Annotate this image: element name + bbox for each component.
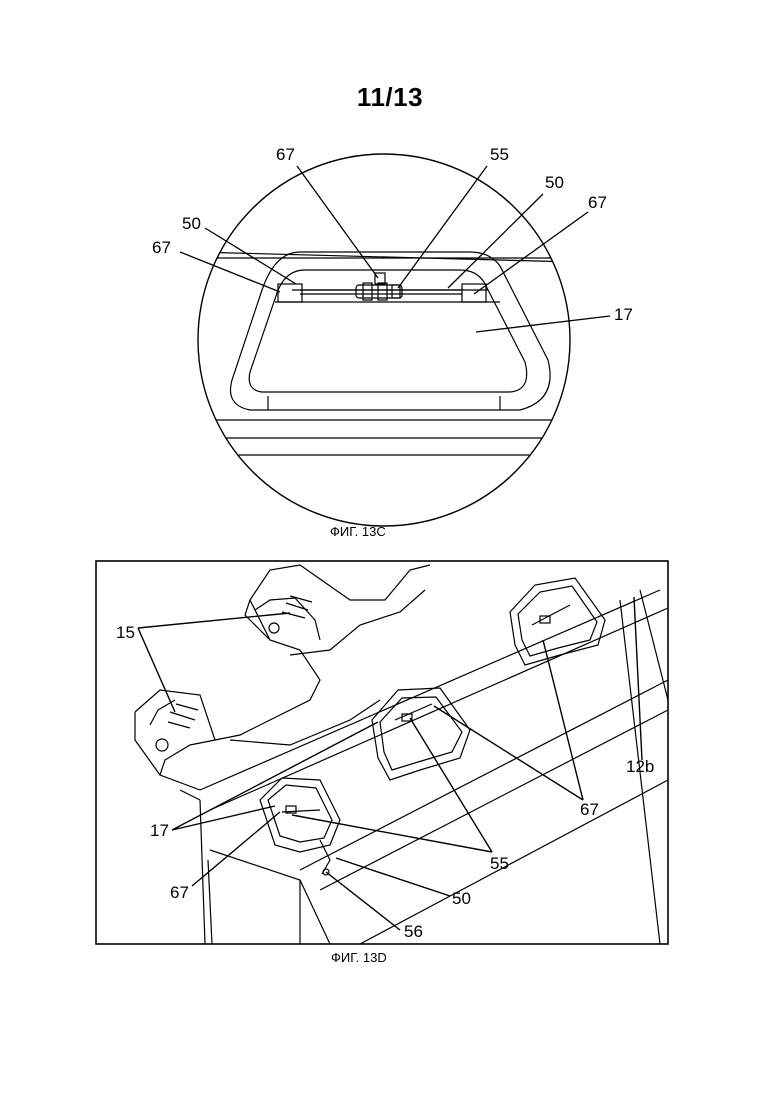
label-56: 56 bbox=[404, 922, 423, 941]
label-15: 15 bbox=[116, 623, 135, 642]
leader-lines-13d bbox=[138, 597, 642, 930]
label-67-right: 67 bbox=[580, 800, 599, 819]
caption-fig-13d: ФИГ. 13D bbox=[331, 950, 387, 965]
label-17: 17 bbox=[150, 821, 169, 840]
container-drawing bbox=[135, 565, 668, 944]
label-55: 55 bbox=[490, 854, 509, 873]
label-12b: 12b bbox=[626, 757, 654, 776]
label-50: 50 bbox=[452, 889, 471, 908]
label-67-left: 67 bbox=[170, 883, 189, 902]
